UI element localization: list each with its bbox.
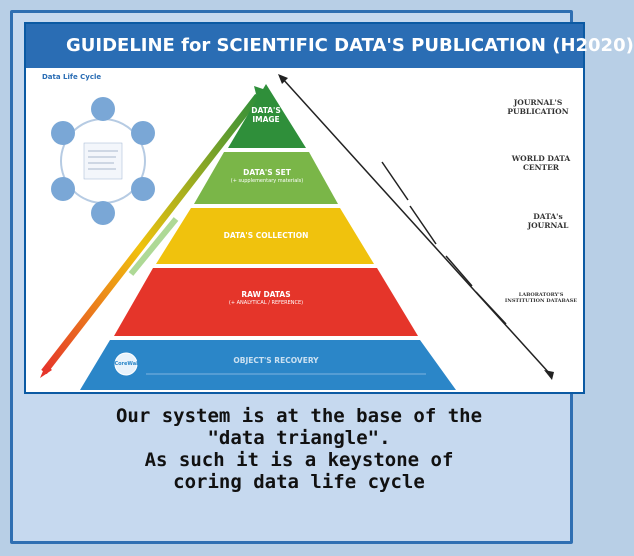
tier-object-recovery-label: OBJECT'S RECOVERY bbox=[233, 356, 319, 365]
tier-data-set-sub: (+ supplementary materials) bbox=[230, 178, 304, 184]
caption-line-4: coring data life cycle bbox=[173, 471, 425, 493]
data-life-cycle-diagram: Data Life Cycle bbox=[36, 71, 181, 251]
label-journal-publication: JOURNAL'S PUBLICATION bbox=[507, 98, 569, 116]
caption-text: Our system is at the base of the "data t… bbox=[24, 405, 574, 493]
tier-data-collection: DATA'S COLLECTION bbox=[186, 231, 346, 240]
tier-object-recovery: OBJECT'S RECOVERY bbox=[186, 356, 366, 365]
tier-raw-data-label: RAW DATAS bbox=[241, 290, 291, 299]
tier-data-set: DATA'S SET (+ supplementary materials) bbox=[214, 168, 320, 186]
logo-text: CoreWall bbox=[114, 361, 140, 367]
caption-line-3: As such it is a keystone of bbox=[144, 449, 454, 471]
label-world-data-center: WORLD DATA CENTER bbox=[511, 154, 571, 172]
tier-data-image: DATA'S IMAGE bbox=[240, 106, 292, 124]
lifecycle-circles bbox=[51, 97, 155, 225]
tier-data-collection-label: DATA'S COLLECTION bbox=[223, 231, 309, 240]
caption-line-1: Our system is at the base of the bbox=[115, 405, 483, 427]
tier-raw-data-sub: (+ ANALYTICAL / REFERENCE) bbox=[228, 300, 304, 306]
tier-data-image-label: DATA'S IMAGE bbox=[251, 106, 281, 124]
caption-line-2: "data triangle". bbox=[207, 427, 391, 449]
data-pyramid bbox=[40, 74, 554, 390]
tier-raw-data: RAW DATAS (+ ANALYTICAL / REFERENCE) bbox=[176, 290, 356, 308]
tier-data-set-label: DATA'S SET bbox=[243, 168, 291, 177]
guideline-poster: GUIDELINE for SCIENTIFIC DATA'S PUBLICAT… bbox=[24, 22, 634, 394]
label-data-journal: DATA's JOURNAL bbox=[527, 212, 569, 230]
corewall-logo: CoreWall bbox=[112, 360, 142, 369]
label-lab-database: LABORATORY'S INSTITUTION DATABASE bbox=[504, 292, 578, 304]
lifecycle-title: Data Life Cycle bbox=[42, 73, 102, 81]
poster-title: GUIDELINE for SCIENTIFIC DATA'S PUBLICAT… bbox=[26, 24, 634, 68]
